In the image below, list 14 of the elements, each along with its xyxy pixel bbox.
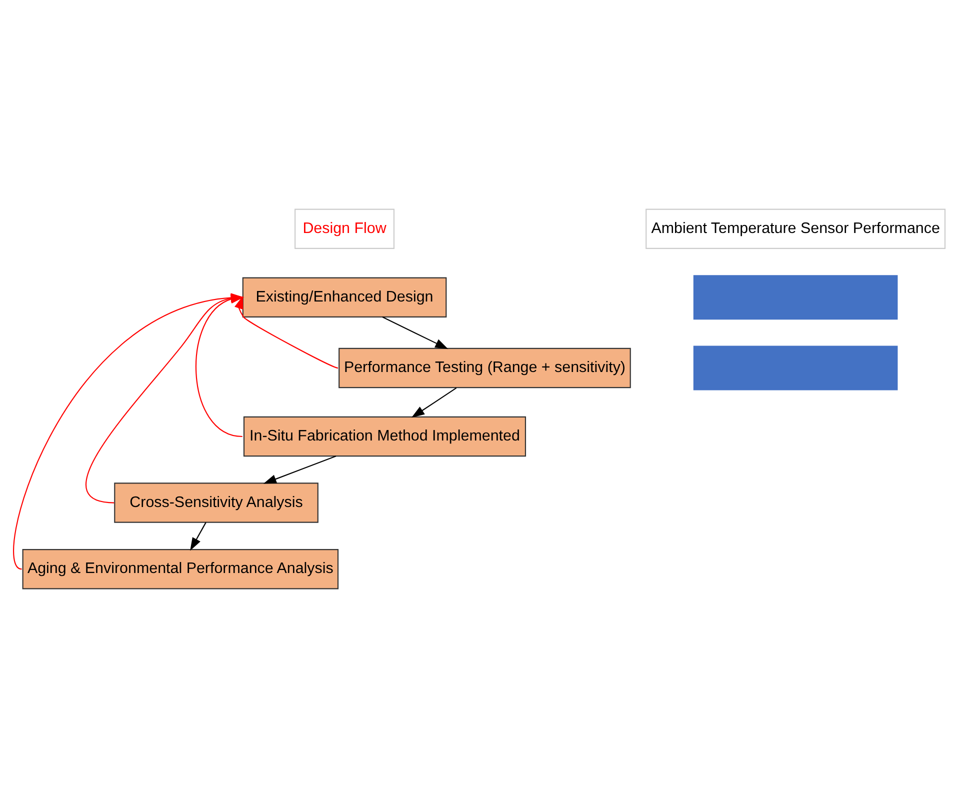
node-bar [693,346,898,390]
arrow [263,456,336,484]
arrow [234,296,338,369]
arrow [190,522,206,551]
arrow [382,316,448,350]
node-box: Ambient Temperature Sensor Performance [646,208,946,250]
arrow [411,387,457,418]
node-box: Existing/Enhanced Design [242,277,447,318]
node-box: Aging & Environmental Performance Analysis [22,548,339,590]
node-box: Design Flow [294,208,395,250]
node-bar [693,275,898,320]
node-box: In-Situ Fabrication Method Implemented [243,416,526,457]
node-box: Cross-Sensitivity Analysis [114,482,318,523]
node-box: Performance Testing (Range + sensitivity) [338,348,631,388]
